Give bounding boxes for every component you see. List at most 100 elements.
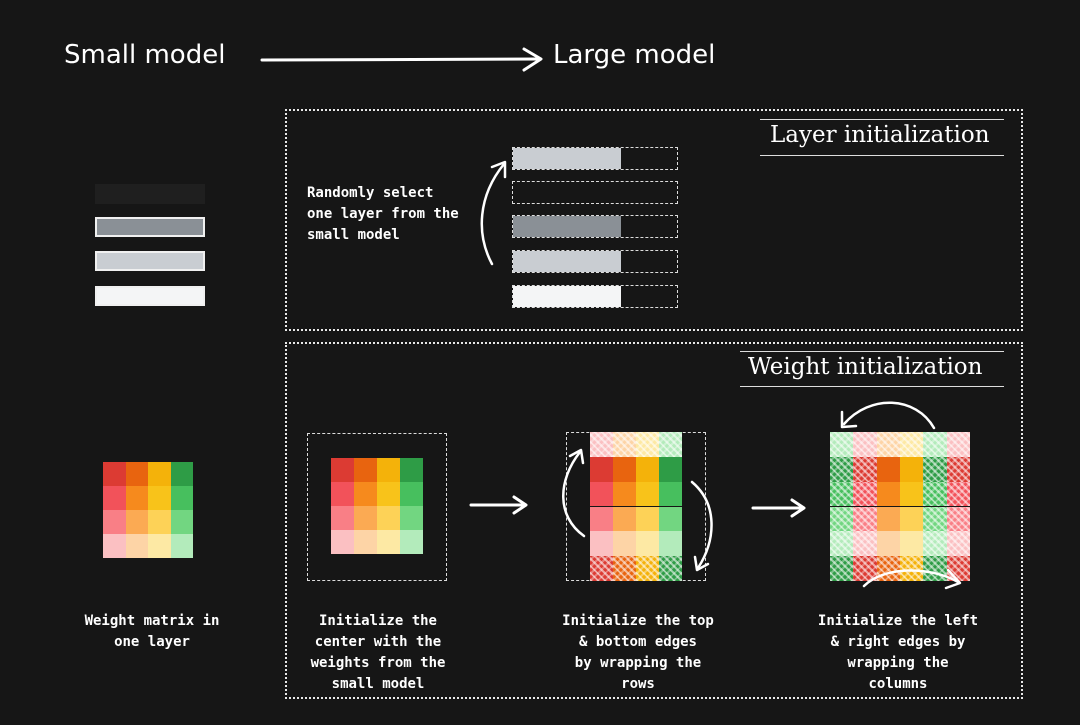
large-model-label: Large model <box>553 40 716 70</box>
matrix-cell <box>590 531 613 557</box>
caption-line: Initialize the top <box>562 613 714 629</box>
caption-line: small model <box>331 676 425 692</box>
note-line: small model <box>307 227 400 243</box>
matrix-cell <box>946 481 970 507</box>
matrix-cell <box>659 432 682 457</box>
caption-left-right: Initialize the left & right edges by wra… <box>800 611 996 695</box>
layer-title-line-top <box>760 119 1004 120</box>
matrix-cell <box>946 506 970 532</box>
matrix-cell <box>170 486 193 510</box>
large-layer-3 <box>513 216 621 237</box>
matrix-cell <box>331 458 354 482</box>
arrow-right-icon <box>751 498 806 518</box>
caption-line: weights from the <box>310 655 446 671</box>
matrix-cell <box>853 432 877 457</box>
matrix-cell <box>148 534 171 558</box>
matrix-cell <box>853 506 877 532</box>
matrix-cell <box>876 531 900 557</box>
matrix-cell <box>876 456 900 482</box>
large-layer-5 <box>513 286 621 307</box>
caption-line: & bottom edges <box>578 634 697 650</box>
matrix-cell <box>103 510 126 534</box>
matrix-cell <box>946 531 970 557</box>
caption-top-bottom: Initialize the top & bottom edges by wra… <box>543 611 733 695</box>
matrix-cell <box>636 481 659 507</box>
matrix-cell <box>613 481 636 507</box>
matrix-cell <box>900 506 924 532</box>
matrix-cell <box>636 556 659 581</box>
weight-initialization-title: Weight initialization <box>748 354 983 380</box>
center-frame <box>307 433 447 581</box>
matrix-cell <box>354 506 377 530</box>
matrix-cell <box>331 482 354 506</box>
matrix-cell <box>876 506 900 532</box>
matrix-cell <box>170 462 193 486</box>
caption-line: wrapping the <box>847 655 949 671</box>
matrix-cell <box>830 481 854 507</box>
matrix-cell <box>400 458 423 482</box>
weight-matrix-small <box>103 462 193 558</box>
matrix-cell <box>377 530 400 554</box>
small-layer-3 <box>95 251 205 271</box>
matrix-cell <box>830 456 854 482</box>
matrix-cell <box>876 432 900 457</box>
caption-line: one layer <box>114 634 190 650</box>
matrix-cell <box>613 531 636 557</box>
matrix-cell <box>590 456 613 482</box>
weight-matrix-columns-wrapped <box>830 432 970 581</box>
weight-initialization-panel <box>285 342 1023 699</box>
matrix-cell <box>354 458 377 482</box>
weight-title-line-top <box>740 351 1004 352</box>
matrix-cell <box>354 530 377 554</box>
matrix-cell <box>636 432 659 457</box>
matrix-cell <box>148 462 171 486</box>
wrap-rows-arrow-icon <box>562 448 713 572</box>
large-layer-slot-1 <box>512 147 678 170</box>
matrix-cell <box>636 531 659 557</box>
matrix-cell <box>103 534 126 558</box>
matrix-cell <box>830 556 854 581</box>
matrix-cell <box>377 482 400 506</box>
matrix-cell <box>613 556 636 581</box>
matrix-cell <box>853 481 877 507</box>
matrix-cell <box>103 462 126 486</box>
matrix-cell <box>170 510 193 534</box>
matrix-cell <box>830 432 854 457</box>
matrix-cell <box>830 506 854 532</box>
matrix-cell <box>659 531 682 557</box>
matrix-cell <box>590 556 613 581</box>
matrix-cell <box>103 486 126 510</box>
matrix-cell <box>659 506 682 532</box>
matrix-cell <box>613 432 636 457</box>
large-layer-slot-4 <box>512 250 678 273</box>
matrix-cell <box>946 432 970 457</box>
matrix-cell <box>636 456 659 482</box>
matrix-cell <box>853 531 877 557</box>
small-layer-2 <box>95 217 205 237</box>
arrow-right-icon <box>260 47 543 72</box>
matrix-cell <box>400 530 423 554</box>
matrix-cell <box>590 506 613 532</box>
matrix-cell <box>900 556 924 581</box>
large-layer-slot-2 <box>512 181 678 204</box>
weight-matrix-center <box>331 458 423 554</box>
matrix-cell <box>400 482 423 506</box>
matrix-cell <box>125 510 148 534</box>
matrix-cell <box>853 456 877 482</box>
matrix-cell <box>377 506 400 530</box>
matrix-cell <box>830 531 854 557</box>
caption-line: Initialize the <box>318 613 437 629</box>
arrow-right-icon <box>469 495 528 515</box>
large-layer-slot-5 <box>512 285 678 308</box>
layer-title-line-bottom <box>760 155 1004 156</box>
matrix-cell <box>354 482 377 506</box>
matrix-cell <box>900 481 924 507</box>
matrix-cell <box>125 534 148 558</box>
large-layer-slot-3 <box>512 215 678 238</box>
layer-initialization-panel <box>285 109 1023 331</box>
layer-initialization-title: Layer initialization <box>770 122 990 148</box>
large-layer-1 <box>513 148 621 169</box>
matrix-cell <box>377 458 400 482</box>
matrix-cell <box>853 556 877 581</box>
caption-line: Initialize the left <box>817 613 979 629</box>
